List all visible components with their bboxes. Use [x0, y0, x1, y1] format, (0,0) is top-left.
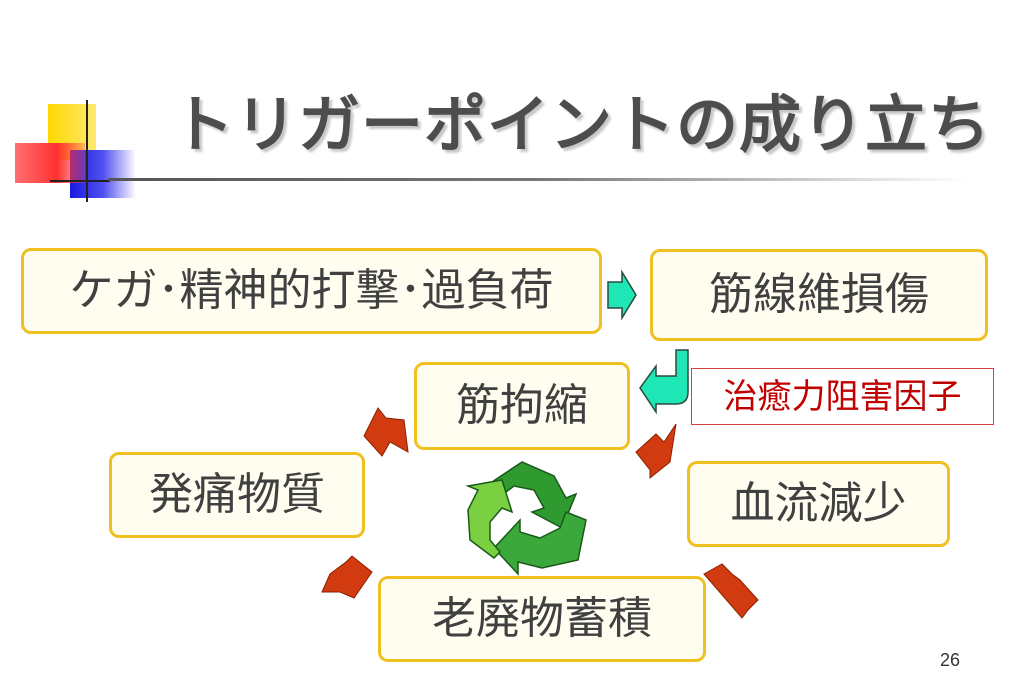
- ornament-vertical-line: [86, 100, 88, 202]
- cycle-arrow-painsubstance-to-contracture: [363, 407, 409, 457]
- teal-arrow-bent: [639, 349, 689, 415]
- cycle-arrow-contracture-to-bloodflow: [635, 423, 677, 480]
- node-waste: 老廃物蓄積: [378, 576, 706, 662]
- node-pain-substance: 発痛物質: [109, 452, 365, 538]
- cycle-arrow-bloodflow-to-waste: [703, 563, 759, 619]
- recycle-icon: [465, 461, 587, 576]
- note-healing-inhibitor: 治癒力阻害因子: [691, 368, 994, 425]
- ornament-short-line: [50, 180, 110, 182]
- node-causes: ケガ･精神的打撃･過負荷: [21, 248, 602, 334]
- slide-title: トリガーポイントの成り立ち: [172, 88, 992, 161]
- cycle-arrow-waste-to-painsubstance: [321, 555, 373, 599]
- title-underline: [108, 178, 968, 181]
- node-contracture: 筋拘縮: [414, 362, 630, 450]
- node-blood-flow: 血流減少: [687, 461, 950, 547]
- node-muscle-damage: 筋線維損傷: [650, 249, 988, 341]
- title-ornament: [0, 0, 200, 210]
- page-number: 26: [940, 650, 961, 670]
- ornament-red-square: [15, 143, 85, 183]
- teal-arrow-right: [607, 269, 637, 321]
